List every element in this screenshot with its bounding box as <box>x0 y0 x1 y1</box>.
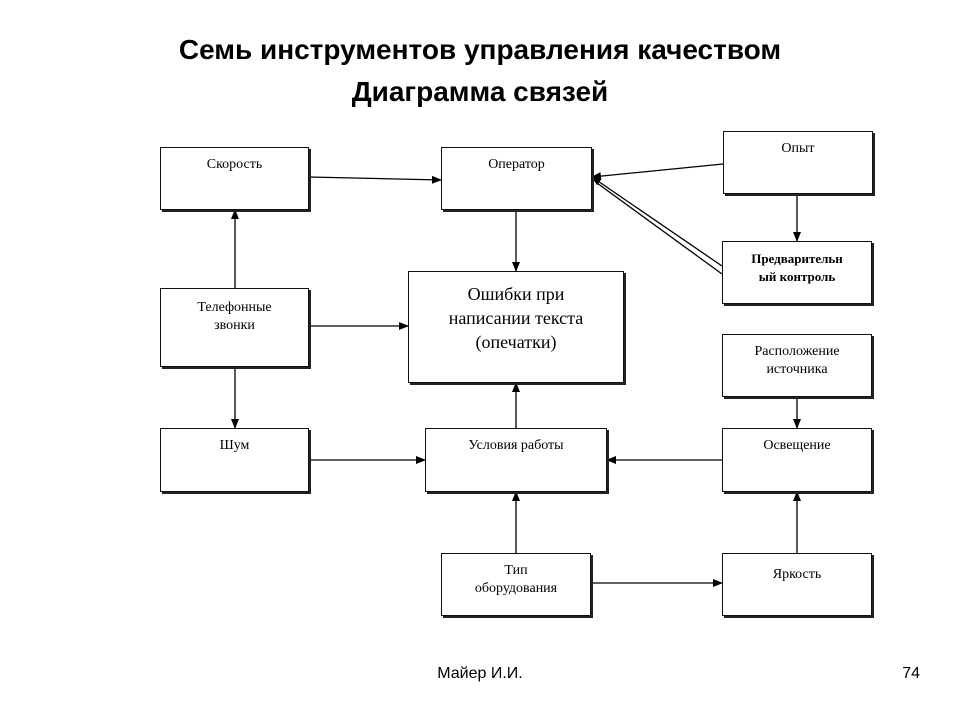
node-phone-label: Телефонные звонки <box>197 300 272 333</box>
node-lighting-label: Освещение <box>763 438 831 453</box>
node-noise-label: Шум <box>219 438 250 453</box>
node-experience-label: Опыт <box>781 141 815 156</box>
node-experience: Опыт <box>723 131 873 194</box>
node-phone: Телефонные звонки <box>160 288 309 367</box>
node-operator: Оператор <box>441 147 592 210</box>
node-errors: Ошибки при написании текста (опечатки) <box>408 271 624 383</box>
node-equipment: Тип оборудования <box>441 553 591 616</box>
node-precheck-label: Предварительн ый контроль <box>751 251 843 284</box>
node-operator-label: Оператор <box>488 157 545 172</box>
arrow-speed-to-operator <box>308 175 442 184</box>
node-lighting: Освещение <box>722 428 872 492</box>
node-conditions: Условия работы <box>425 428 607 492</box>
arrow-experience-to-operator <box>591 163 724 181</box>
footer-author: Майер И.И. <box>437 665 523 682</box>
node-brightness-label: Яркость <box>772 567 822 582</box>
node-conditions-label: Условия работы <box>468 438 564 453</box>
node-noise: Шум <box>160 428 309 492</box>
node-brightness: Яркость <box>722 553 872 616</box>
page-number: 74 <box>902 665 920 682</box>
node-equipment-label: Тип оборудования <box>474 563 558 596</box>
node-errors-label: Ошибки при написании текста (опечатки) <box>448 284 584 352</box>
node-speed: Скорость <box>160 147 309 210</box>
node-source-label: Расположение источника <box>754 344 840 377</box>
title-line-1: Семь инструментов управления качеством <box>178 34 782 65</box>
title-line-2: Диаграмма связей <box>351 76 609 107</box>
node-precheck: Предварительн ый контроль <box>722 241 872 304</box>
arrow-precheck-to-operator-a <box>591 176 723 267</box>
node-speed-label: Скорость <box>206 157 263 172</box>
node-source: Расположение источника <box>722 334 872 397</box>
arrow-precheck-to-operator-b <box>596 182 723 275</box>
